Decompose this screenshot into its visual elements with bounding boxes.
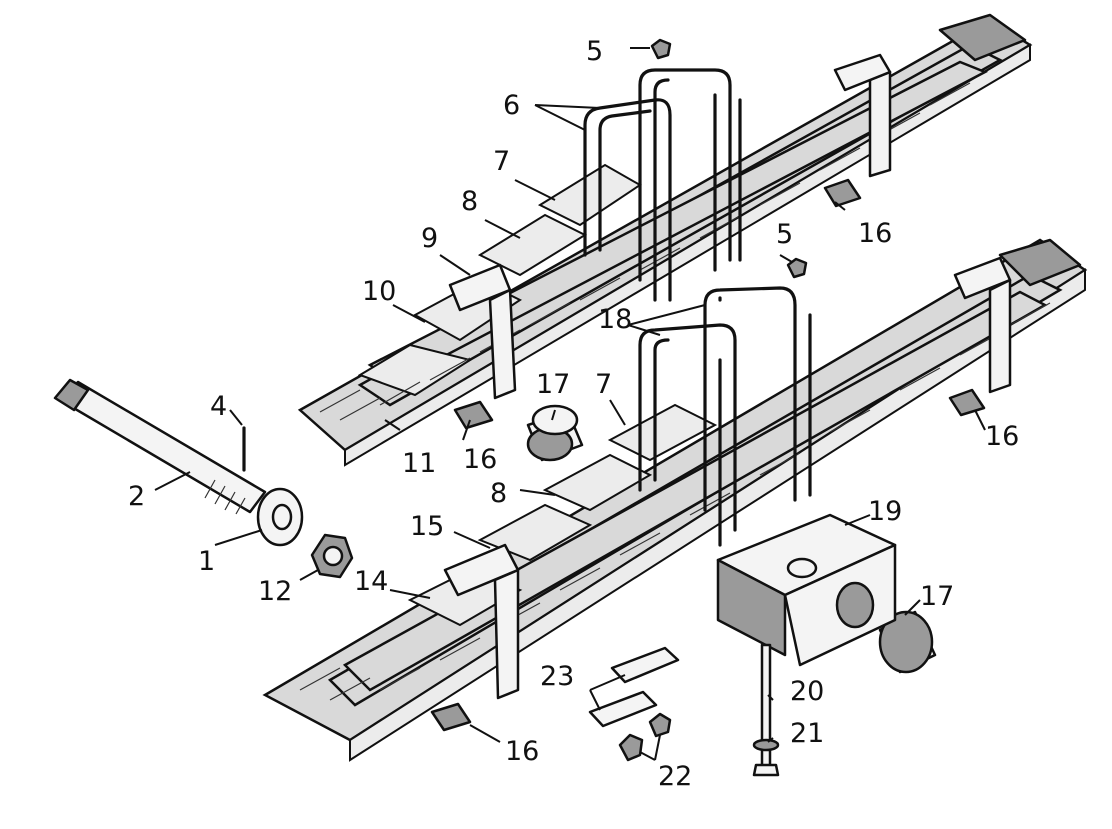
bushing-left — [526, 404, 584, 462]
callout-15: 15 — [410, 511, 444, 542]
callout-2: 2 — [128, 481, 145, 512]
callout-12: 12 — [258, 576, 292, 607]
callout-labels: 1 2 4 5 5 6 7 7 8 8 9 10 11 12 14 15 16 … — [128, 36, 1019, 792]
callout-6: 6 — [503, 90, 520, 121]
spring-pin — [53, 378, 267, 515]
callout-10: 10 — [362, 276, 396, 307]
pad-16-upper-left — [453, 400, 494, 430]
upper-spring-pack — [297, 13, 1033, 467]
nut-5-top — [650, 38, 672, 60]
nut-5-mid — [786, 257, 808, 279]
callout-19: 19 — [868, 496, 902, 527]
callout-17-left: 17 — [536, 369, 570, 400]
callout-14: 14 — [354, 566, 388, 597]
callout-8-upper: 8 — [461, 186, 478, 217]
lock-plates — [588, 646, 680, 728]
washer — [256, 487, 304, 547]
callout-7-lower: 7 — [595, 369, 612, 400]
callout-16-lower-left: 16 — [505, 736, 539, 767]
callout-22: 22 — [658, 761, 692, 792]
pad-16-lower-left — [430, 702, 472, 732]
callout-1: 1 — [198, 546, 215, 577]
callout-9: 9 — [421, 223, 438, 254]
bushing-right — [878, 610, 937, 674]
callout-8-lower: 8 — [490, 478, 507, 509]
callout-23: 23 — [540, 661, 574, 692]
spring-bracket — [716, 513, 897, 667]
callout-7-upper: 7 — [493, 146, 510, 177]
callout-16-upper-left: 16 — [463, 444, 497, 475]
bracket-bolt — [752, 643, 780, 777]
callout-5-mid: 5 — [776, 219, 793, 250]
small-nuts — [618, 712, 672, 762]
callout-17-right: 17 — [920, 581, 954, 612]
leader-lines — [154, 47, 986, 761]
pad-16-lower-right — [948, 388, 986, 417]
callout-20: 20 — [790, 676, 824, 707]
callout-18: 18 — [598, 304, 632, 335]
lower-u-bolts — [638, 286, 812, 547]
upper-u-bolts — [583, 68, 742, 302]
lower-spring-pack — [262, 238, 1088, 762]
nut — [310, 533, 354, 579]
callout-4: 4 — [210, 391, 227, 422]
callout-21: 21 — [790, 718, 824, 749]
callout-16-upper-right: 16 — [858, 218, 892, 249]
callout-5-top: 5 — [586, 36, 603, 67]
callout-16-lower-right: 16 — [985, 421, 1019, 452]
callout-11: 11 — [402, 448, 436, 479]
pad-16-upper-right — [823, 178, 862, 208]
